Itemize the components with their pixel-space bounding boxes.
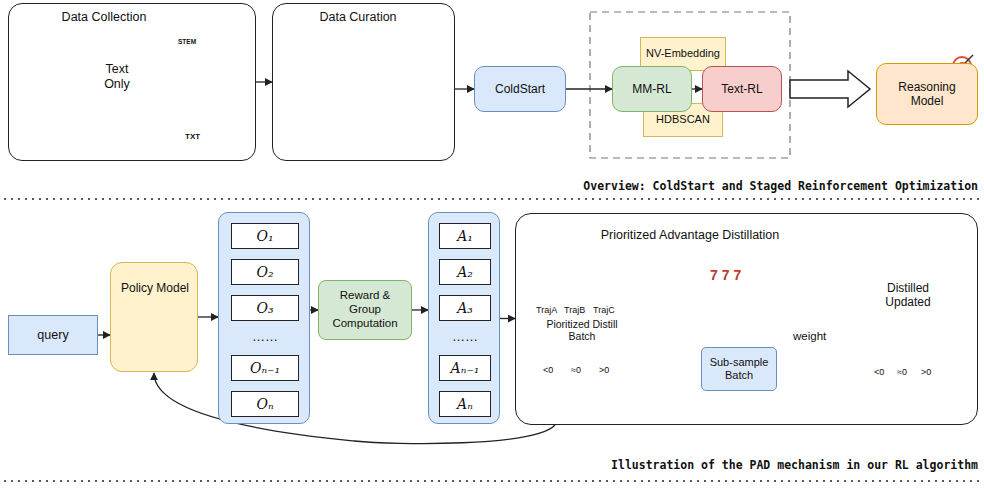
caption: Illustration of the PAD mechanism in our…	[611, 459, 978, 472]
node-sublabel: Text Only	[97, 62, 137, 92]
node-label: Text-RL	[721, 82, 762, 96]
arrow-connector	[256, 81, 272, 82]
output-cell: Oₙ₋₁	[231, 355, 299, 381]
node-label: Data Collection	[49, 10, 159, 25]
node-label: A₃	[457, 300, 473, 317]
stage-box: MM-RL	[612, 66, 692, 112]
node-label: query	[37, 328, 68, 343]
advantage-cell: A₃	[439, 295, 491, 321]
separator	[4, 198, 980, 200]
stage-box: ColdStart	[474, 66, 566, 112]
annotation-label: <0	[543, 365, 553, 375]
arrow-connector	[455, 88, 474, 89]
advantage-cell: A₂	[439, 259, 491, 285]
output-cell: O₃	[231, 295, 299, 321]
annotation-label: ≈0	[571, 365, 581, 375]
annotation-label: TrajA	[536, 305, 557, 315]
node-label: Aₙ	[457, 396, 473, 413]
node-label: MM-RL	[632, 82, 671, 96]
node-label: ColdStart	[495, 82, 545, 96]
arrow-connector	[198, 316, 218, 317]
annotation-label: <0	[874, 367, 884, 377]
node-label: O₃	[256, 300, 273, 317]
output-column: …… O₁ O₂ O₃ Oₙ₋₁ Oₙ	[218, 212, 310, 424]
annotation-label: STEM	[178, 38, 196, 45]
output-box: Reasoning Model	[876, 63, 978, 125]
node-label: Oₙ₋₁	[250, 360, 280, 377]
annotation-label: TXT	[185, 132, 200, 141]
advantage-cell: Aₙ₋₁	[439, 355, 491, 381]
annotation-label: TrajB	[564, 305, 585, 315]
annotation-label: TrajC	[593, 305, 615, 315]
annotation-label: ≈0	[897, 367, 907, 377]
separator	[4, 480, 980, 482]
node-label: Sub-sample Batch	[706, 356, 772, 382]
advantage-cell: A₁	[439, 223, 491, 249]
annotation-label: >0	[599, 365, 609, 375]
hollow-arrow	[790, 71, 870, 107]
node-label: ……	[229, 329, 301, 345]
output-cell: O₂	[231, 259, 299, 285]
node-label: Reasoning Model	[892, 80, 962, 109]
annotation-label: >0	[921, 367, 931, 377]
node-label: Oₙ	[256, 396, 273, 413]
panel-box: Data CollectionText Only	[8, 3, 256, 161]
node-label: ……	[435, 329, 495, 345]
node-label: Aₙ₋₁	[451, 360, 480, 377]
output-cell: O₁	[231, 223, 299, 249]
arrow-connector	[98, 334, 110, 335]
node-label: A₁	[457, 228, 473, 245]
annotation-label: Distilled Updated	[866, 282, 950, 310]
arrow-connector	[566, 88, 612, 89]
advantage-cell: Aₙ	[439, 391, 491, 417]
input-box: query	[8, 315, 98, 355]
arrow-connector	[310, 309, 318, 310]
node-label: A₂	[457, 264, 473, 281]
caption: Overview: ColdStart and Staged Reinforce…	[583, 180, 978, 193]
model-box: Policy Model	[110, 262, 198, 372]
node-label: Prioritized Advantage Distillation	[560, 228, 820, 243]
arrow-connector	[500, 318, 515, 319]
annotation-label: 777	[710, 267, 745, 283]
node-label: Data Curation	[303, 10, 413, 25]
node-label: Reward & Group Computation	[324, 289, 406, 330]
annotation-label: weight	[793, 330, 826, 343]
node-label: Policy Model	[119, 281, 191, 295]
arrow-connector	[692, 88, 702, 89]
output-cell: Oₙ	[231, 391, 299, 417]
node-label: O₁	[256, 228, 273, 245]
arrow-connector	[412, 309, 428, 310]
batch-card: Sub-sample Batch	[701, 347, 777, 391]
node-label: HDBSCAN	[656, 113, 710, 126]
advantage-column: …… A₁ A₂ A₃ Aₙ₋₁ Aₙ	[428, 212, 500, 424]
annotation-label: Pioritized Distill Batch	[542, 318, 622, 342]
panel-box: Data CurationNV-EmbeddingHDBSCAN	[272, 3, 455, 161]
process-box: Reward & Group Computation	[318, 280, 412, 340]
node-label: NV-Embedding	[646, 47, 720, 60]
stage-box: Text-RL	[702, 66, 782, 112]
node-label: O₂	[256, 264, 273, 281]
dashed-group	[590, 12, 790, 158]
